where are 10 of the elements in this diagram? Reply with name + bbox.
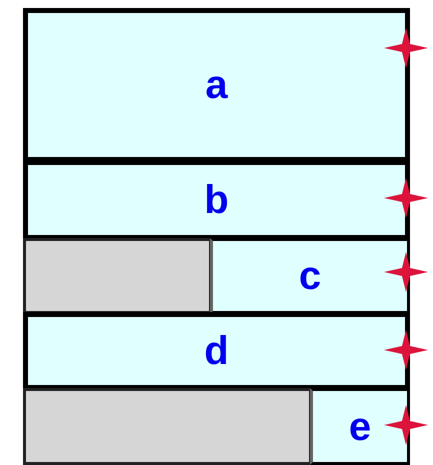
box-letter: e [348,406,372,446]
box-letter: b [204,180,229,220]
label-box [310,388,410,465]
box-letter: c [298,256,322,296]
box-letter: a [205,65,228,105]
label-box [23,160,410,240]
label-box [210,238,410,314]
box-letter: d [204,331,229,371]
label-box [23,8,410,162]
label-box [23,312,410,390]
